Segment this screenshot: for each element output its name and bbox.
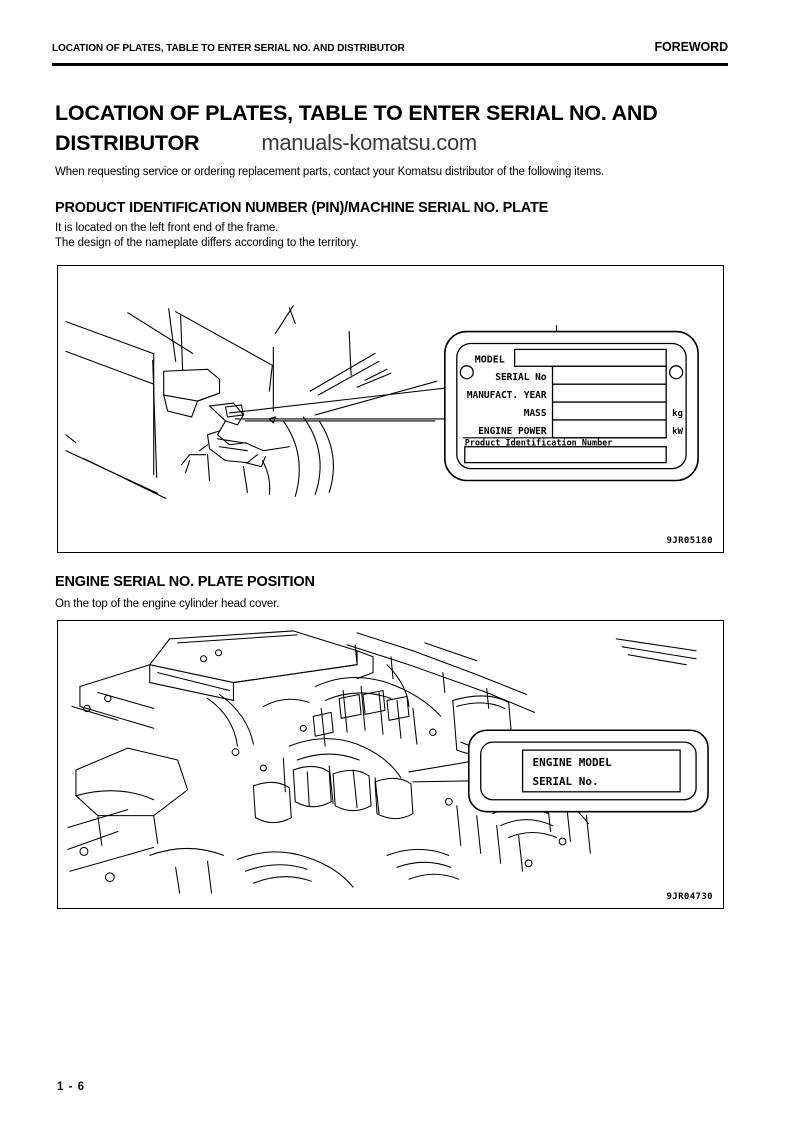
section-subtext-pin-plate: It is located on the left front end of t… bbox=[55, 221, 358, 251]
figure-2-code: 9JR04730 bbox=[666, 892, 713, 902]
header-divider bbox=[52, 63, 728, 66]
intro-paragraph: When requesting service or ordering repl… bbox=[55, 166, 605, 178]
figure-engine-plate-location: ENGINE MODEL SERIAL No. 9JR04730 bbox=[57, 620, 724, 909]
engine-plate-line2: SERIAL No. bbox=[533, 775, 599, 788]
section-heading-engine-plate: ENGINE SERIAL NO. PLATE POSITION bbox=[55, 574, 315, 590]
page-title-line1: LOCATION OF PLATES, TABLE TO ENTER SERIA… bbox=[55, 101, 658, 125]
figure-1-code: 9JR05180 bbox=[666, 536, 713, 546]
plate-pin-label: Product Identification Number bbox=[465, 438, 613, 448]
plate-row-label-mass: MASS bbox=[524, 408, 547, 419]
page-header: LOCATION OF PLATES, TABLE TO ENTER SERIA… bbox=[52, 40, 728, 54]
plate-unit-power: kW bbox=[672, 427, 683, 437]
figure-2-linework: ENGINE MODEL SERIAL No. bbox=[67, 630, 709, 894]
site-watermark: manuals-komatsu.com bbox=[261, 130, 477, 155]
plate-unit-mass: kg bbox=[672, 409, 683, 419]
plate-row-label-serial: SERIAL No bbox=[495, 372, 547, 383]
header-left-title: LOCATION OF PLATES, TABLE TO ENTER SERIA… bbox=[52, 42, 405, 54]
engine-nameplate: ENGINE MODEL SERIAL No. bbox=[467, 729, 709, 813]
plate-row-label-power: ENGINE POWER bbox=[478, 426, 547, 437]
page-title-block: LOCATION OF PLATES, TABLE TO ENTER SERIA… bbox=[55, 99, 745, 158]
page-title-line2: DISTRIBUTOR bbox=[55, 131, 200, 155]
figure-machine-plate-location: MODEL SERIAL No MANUFACT. YEAR MASS ENGI… bbox=[57, 265, 724, 553]
page-title-line2-row: DISTRIBUTOR manuals-komatsu.com bbox=[55, 128, 745, 158]
plate-row-label-year: MANUFACT. YEAR bbox=[467, 390, 547, 401]
section-subtext-line1: It is located on the left front end of t… bbox=[55, 222, 279, 234]
machine-nameplate: MODEL SERIAL No MANUFACT. YEAR MASS ENGI… bbox=[444, 330, 699, 482]
page-number: 1 - 6 bbox=[57, 1081, 86, 1093]
engine-plate-line1: ENGINE MODEL bbox=[533, 756, 613, 769]
section-subtext-engine-plate: On the top of the engine cylinder head c… bbox=[55, 598, 280, 610]
header-right-title: FOREWORD bbox=[654, 40, 729, 54]
section-heading-pin-plate: PRODUCT IDENTIFICATION NUMBER (PIN)/MACH… bbox=[55, 200, 549, 216]
plate-row-label-model: MODEL bbox=[475, 354, 505, 365]
section-subtext-line2: The design of the nameplate differs acco… bbox=[55, 237, 359, 249]
figure-1-linework: MODEL SERIAL No MANUFACT. YEAR MASS ENGI… bbox=[65, 305, 699, 499]
